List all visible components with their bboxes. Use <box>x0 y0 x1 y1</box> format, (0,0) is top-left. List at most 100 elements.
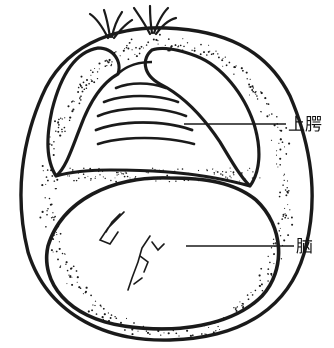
stipple-dot <box>234 313 236 315</box>
stipple-dot <box>157 40 158 41</box>
stipple-dot <box>284 217 286 219</box>
stipple-dot <box>127 48 129 50</box>
stipple-dot <box>81 87 83 89</box>
stipple-dot <box>72 100 73 101</box>
stipple-dot <box>93 170 95 172</box>
stipple-dot <box>220 173 222 175</box>
stipple-dot <box>247 170 248 171</box>
stipple-dot <box>127 181 129 183</box>
stipple-dot <box>157 177 158 178</box>
stipple-dot <box>78 178 79 179</box>
stipple-dot <box>71 101 73 103</box>
stipple-dot <box>52 217 53 218</box>
stipple-dot <box>91 80 93 82</box>
stipple-dot <box>131 39 133 41</box>
stipple-dot <box>200 53 202 55</box>
stipple-dot <box>80 95 82 97</box>
stipple-dot <box>242 307 244 309</box>
stipple-dot <box>83 82 85 84</box>
stipple-dot <box>146 178 147 179</box>
stipple-dot <box>291 217 293 219</box>
stipple-dot <box>285 215 287 217</box>
stipple-dot <box>103 308 105 310</box>
stipple-dot <box>288 190 290 192</box>
stipple-dot <box>264 97 266 99</box>
stipple-dot <box>280 228 281 229</box>
stipple-dot <box>124 48 125 49</box>
stipple-dot <box>198 175 200 177</box>
stipple-dot <box>182 49 183 50</box>
stipple-dot <box>79 84 81 86</box>
stipple-dot <box>285 153 287 155</box>
stipple-dot <box>111 64 112 65</box>
stipple-dot <box>255 94 256 95</box>
stipple-dot <box>87 176 88 177</box>
stipple-dot <box>200 44 202 46</box>
stipple-dot <box>159 170 160 171</box>
stipple-dot <box>213 331 215 333</box>
stipple-dot <box>279 196 281 198</box>
stipple-dot <box>124 329 126 331</box>
stipple-dot <box>71 277 72 278</box>
stipple-dot <box>195 178 196 179</box>
stipple-dot <box>226 64 228 66</box>
stipple-dot <box>112 170 113 171</box>
stipple-dot <box>56 251 58 253</box>
stipple-dot <box>284 213 285 214</box>
stipple-dot <box>83 173 85 175</box>
stipple-dot <box>257 98 258 99</box>
stipple-dot <box>198 180 199 181</box>
stipple-dot <box>214 172 215 173</box>
stipple-dot <box>251 89 253 91</box>
stipple-dot <box>229 62 231 64</box>
stipple-dot <box>252 171 253 172</box>
stipple-dot <box>149 333 150 334</box>
stipple-dot <box>241 173 243 175</box>
stipple-dot <box>84 88 86 90</box>
stipple-dot <box>50 169 52 171</box>
stipple-dot <box>95 178 96 179</box>
stipple-dot <box>287 218 288 219</box>
stipple-dot <box>269 262 271 264</box>
stipple-dot <box>86 287 88 289</box>
stipple-dot <box>66 261 68 263</box>
stipple-dot <box>285 189 287 191</box>
stipple-dot <box>131 328 133 330</box>
stipple-dot <box>225 171 227 173</box>
stipple-dot <box>171 45 173 47</box>
stipple-dot <box>60 233 62 235</box>
stipple-dot <box>283 214 285 216</box>
stipple-dot <box>64 127 66 129</box>
stipple-dot <box>147 41 149 43</box>
stipple-dot <box>115 51 116 52</box>
stipple-dot <box>275 243 276 244</box>
stipple-dot <box>250 79 251 80</box>
stipple-dot <box>79 98 80 99</box>
stipple-dot <box>211 54 213 56</box>
stipple-dot <box>260 280 261 281</box>
stipple-dot <box>126 45 128 47</box>
stipple-dot <box>160 334 161 335</box>
stipple-dot <box>106 60 107 61</box>
stipple-dot <box>254 92 256 94</box>
stipple-dot <box>267 280 269 282</box>
stipple-dot <box>168 332 170 334</box>
stipple-dot <box>139 53 141 55</box>
stipple-dot <box>154 169 155 170</box>
stipple-dot <box>208 327 209 328</box>
stipple-dot <box>233 307 234 308</box>
stipple-dot <box>41 184 43 186</box>
stipple-dot <box>222 66 223 67</box>
stipple-dot <box>187 172 189 174</box>
stipple-dot <box>269 114 270 115</box>
stipple-dot <box>59 135 61 137</box>
stipple-dot <box>97 78 98 79</box>
stipple-dot <box>273 253 275 255</box>
stipple-dot <box>146 171 148 173</box>
stipple-dot <box>237 306 238 307</box>
stipple-dot <box>208 45 209 46</box>
stipple-dot <box>146 44 147 45</box>
stipple-dot <box>287 180 288 181</box>
stipple-dot <box>111 314 113 316</box>
stipple-dot <box>151 48 152 49</box>
